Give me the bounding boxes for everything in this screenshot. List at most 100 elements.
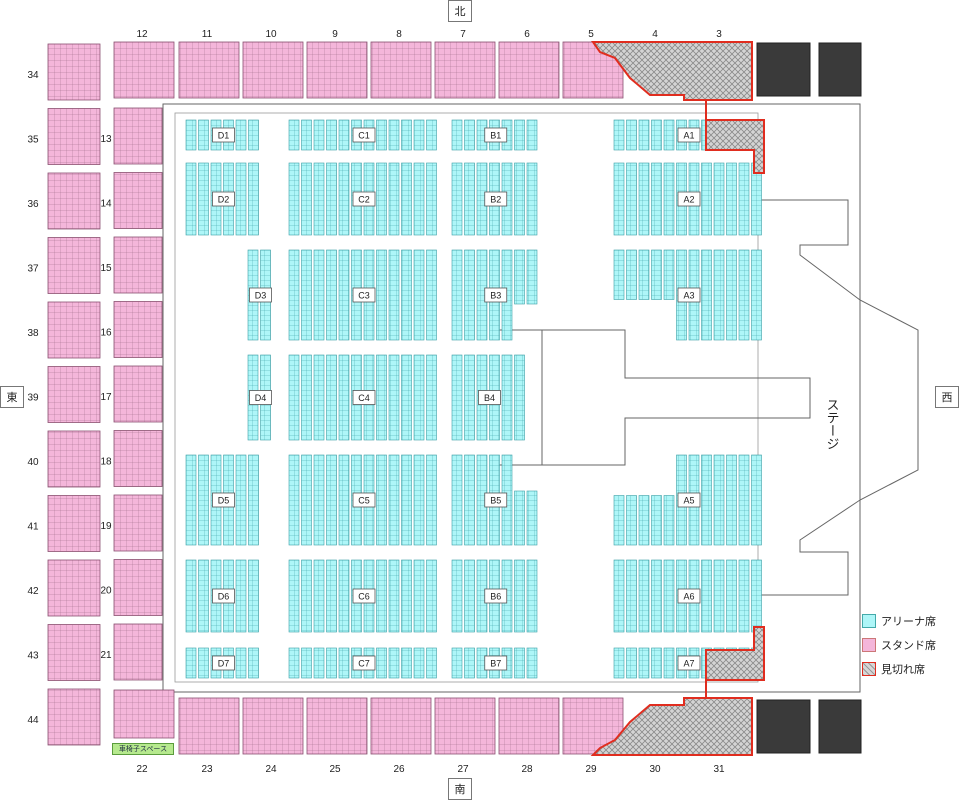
stand-block-south[interactable] [498, 697, 560, 755]
arena-column [514, 354, 525, 441]
stand-block-east-outer[interactable] [47, 624, 101, 681]
arena-block-label[interactable]: D7 [218, 659, 230, 669]
stand-block-east-inner[interactable] [113, 172, 163, 229]
arena-block-label[interactable]: C2 [358, 195, 370, 205]
stand-block-east-outer[interactable] [47, 43, 101, 101]
block-label-box [677, 287, 701, 303]
stand-block-east-inner[interactable] [113, 236, 163, 294]
stand-block-east-outer[interactable] [47, 108, 101, 165]
stand-number-south: 26 [393, 764, 405, 775]
stand-block-east-inner[interactable] [113, 301, 163, 358]
arena-block-label[interactable]: A3 [683, 291, 694, 301]
stand-block-east-outer[interactable] [47, 559, 101, 617]
arena-block-label[interactable]: A7 [683, 659, 694, 669]
arena-column [388, 647, 400, 679]
arena-block-label[interactable]: A2 [683, 195, 694, 205]
arena-block-label[interactable]: B1 [490, 131, 501, 141]
stand-block-east-inner[interactable] [113, 107, 163, 165]
stand-block-east-inner[interactable] [113, 365, 163, 423]
stand-block-south[interactable] [434, 697, 496, 755]
stand-number-east-outer: 38 [27, 328, 39, 339]
stand-number-south: 25 [329, 764, 341, 775]
stand-number-east-inner: 18 [100, 457, 112, 468]
stand-block-east-outer[interactable] [47, 366, 101, 423]
arena-column [235, 119, 247, 151]
arena-column [313, 249, 325, 341]
arena-column [301, 647, 312, 679]
arena-column [426, 162, 437, 236]
arena-block-label[interactable]: A5 [683, 496, 694, 506]
arena-column [426, 559, 437, 633]
arena-column [388, 119, 400, 151]
arena-block-label[interactable]: B2 [490, 195, 501, 205]
stand-block-east-inner[interactable] [113, 430, 163, 487]
stand-block-north[interactable] [306, 41, 368, 99]
arena-block-label[interactable]: D4 [255, 393, 267, 403]
arena-column [651, 162, 662, 236]
arena-block-label[interactable]: D5 [218, 496, 230, 506]
stand-block-east-outer[interactable] [47, 495, 101, 552]
stand-block-22[interactable] [113, 689, 175, 739]
arena-block-label[interactable]: C7 [358, 659, 370, 669]
stand-block-north[interactable] [113, 41, 175, 99]
stand-block-south[interactable] [370, 697, 432, 755]
arena-column [451, 119, 463, 151]
arena-block-label[interactable]: B3 [490, 291, 501, 301]
arena-block-label[interactable]: B7 [490, 659, 501, 669]
arena-column [376, 559, 387, 633]
stand-block-east-inner[interactable] [113, 494, 163, 552]
stand-block-east-outer[interactable] [47, 430, 101, 488]
arena-column [738, 249, 750, 341]
arena-block-label[interactable]: B5 [490, 496, 501, 506]
stand-block-north[interactable] [498, 41, 560, 99]
obstructed-north [591, 41, 765, 174]
stand-block-east-outer[interactable] [47, 301, 101, 359]
arena-column [526, 490, 538, 546]
wheelchair-space: 車椅子スペース [112, 743, 174, 755]
arena-column [338, 559, 350, 633]
stand-block-north[interactable] [370, 41, 432, 99]
arena-block-label[interactable]: C4 [358, 393, 370, 403]
arena-column [464, 454, 475, 546]
arena-block-label[interactable]: C1 [358, 131, 370, 141]
arena-column [338, 454, 350, 546]
arena-block-label[interactable]: A1 [683, 131, 694, 141]
arena-column [185, 119, 197, 151]
stand-block-south[interactable] [306, 697, 368, 755]
stand-block-east-outer[interactable] [47, 237, 101, 294]
stand-block-north[interactable] [178, 41, 240, 99]
arena-block-label[interactable]: D3 [255, 291, 267, 301]
arena-column [376, 249, 387, 341]
arena-block-label[interactable]: C3 [358, 291, 370, 301]
arena-block-label[interactable]: D2 [218, 195, 230, 205]
arena-column [413, 647, 425, 679]
stand-block-east-inner[interactable] [113, 623, 163, 681]
arena-block-label[interactable]: C6 [358, 592, 370, 602]
block-label-box [677, 191, 701, 207]
stand-block-east-outer[interactable] [47, 172, 101, 230]
stand-block-south[interactable] [242, 697, 304, 755]
stand-number-south: 31 [713, 764, 725, 775]
legend-label-stand: スタンド席 [881, 640, 936, 652]
arena-column [751, 249, 762, 341]
arena-block-label[interactable]: B6 [490, 592, 501, 602]
arena-block-label[interactable]: C5 [358, 496, 370, 506]
arena-block-label[interactable]: B4 [484, 393, 495, 403]
legend: アリーナ席 スタンド席 見切れ席 [862, 610, 936, 682]
stand-block-east-inner[interactable] [113, 559, 163, 616]
arena-column [413, 559, 425, 633]
stand-block-north[interactable] [434, 41, 496, 99]
stand-number-east-outer: 34 [27, 70, 39, 81]
arena-column [338, 647, 350, 679]
arena-column [701, 559, 712, 633]
stand-block-east-outer[interactable] [47, 688, 101, 746]
stand-block-south[interactable] [178, 697, 240, 755]
arena-column [185, 559, 197, 633]
arena-block-label[interactable]: D1 [218, 131, 230, 141]
arena-block-label[interactable]: D6 [218, 592, 230, 602]
stand-number-south: 23 [201, 764, 213, 775]
arena-block-label[interactable]: A6 [683, 592, 694, 602]
stand-number-south: 29 [585, 764, 597, 775]
arena-column [751, 559, 762, 633]
stand-block-north[interactable] [242, 41, 304, 99]
